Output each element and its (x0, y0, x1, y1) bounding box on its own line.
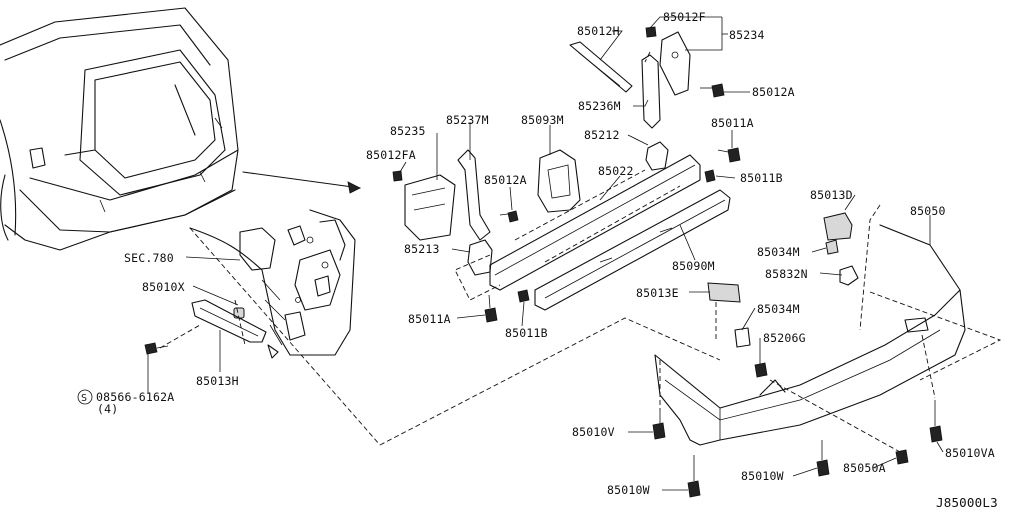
callout-85093m: 85093M (521, 113, 564, 127)
clip-85012f (645, 26, 657, 38)
clip-85012fa (392, 170, 403, 182)
callout-sec780: SEC.780 (124, 251, 174, 265)
nut-85011b-right (704, 169, 716, 183)
bracket-85212 (645, 141, 669, 171)
callout-85213: 85213 (404, 242, 440, 256)
absorber-85093m (537, 149, 581, 213)
direction-arrow (242, 171, 361, 194)
callout-85034m-upper: 85034M (757, 245, 800, 259)
circled-s-symbol: S (77, 389, 93, 405)
moulding-85013h (191, 299, 267, 343)
callout-85010va: 85010VA (945, 446, 995, 460)
callout-85011a-low: 85011A (408, 312, 451, 326)
nut-85011b-low (517, 289, 530, 303)
bracket-85235 (404, 174, 456, 241)
leader-lines (147, 16, 944, 491)
bolt-85011a-low (484, 294, 498, 323)
callout-85012f: 85012F (663, 10, 706, 24)
callout-85012a-top: 85012A (752, 85, 795, 99)
bolt-85012a-mid (499, 210, 519, 223)
callout-85212: 85212 (584, 128, 620, 142)
callout-85237m: 85237M (446, 113, 489, 127)
callout-85011a-top: 85011A (711, 116, 754, 130)
callout-85235: 85235 (390, 124, 426, 138)
callout-85013d: 85013D (810, 188, 853, 202)
bumper-fascia-85050 (654, 224, 966, 446)
callout-85012h: 85012H (577, 24, 620, 38)
screw-08566-6162a (144, 342, 169, 355)
callout-qty-4: (4) (97, 402, 118, 416)
moulding-85012h (569, 41, 633, 93)
callout-85090m: 85090M (672, 259, 715, 273)
callout-85011b-low: 85011B (505, 326, 548, 340)
moulding-85013e (707, 282, 741, 303)
bolt-85011a-top (717, 147, 741, 163)
screw-85010va (929, 400, 943, 443)
screw-85050a (895, 449, 909, 465)
callout-85206g: 85206G (763, 331, 806, 345)
callout-85010v: 85010V (572, 425, 615, 439)
svg-text:S: S (81, 393, 87, 404)
callout-85050: 85050 (910, 204, 946, 218)
screw-85010v (652, 410, 666, 440)
callout-85010w-low: 85010W (607, 483, 650, 497)
callout-85012a-mid: 85012A (484, 173, 527, 187)
callout-85050a: 85050A (843, 461, 886, 475)
bracket-85236m (641, 54, 661, 129)
bracket-85034m-upper (825, 239, 839, 255)
callout-85236m: 85236M (578, 99, 621, 113)
callout-85011b-right: 85011B (740, 171, 783, 185)
clip-85206g (754, 362, 768, 378)
assembly-lines (159, 51, 1002, 453)
callout-85013h: 85013H (196, 374, 239, 388)
callout-85010w-mid: 85010W (741, 469, 784, 483)
side-body-panel-sec780 (189, 209, 356, 359)
bracket-85034m-lower (734, 327, 751, 348)
bracket-85832n (839, 265, 859, 286)
diagram-id: J85000L3 (936, 495, 998, 510)
energy-absorber-85090m (534, 189, 731, 311)
callout-85034m-lower: 85034M (757, 302, 800, 316)
bracket-85237m (457, 149, 491, 241)
retainer-85013d (823, 212, 853, 241)
reinforcement-beam-85022 (489, 154, 701, 291)
bracket-85234 (659, 31, 691, 96)
callout-85013e: 85013E (636, 286, 679, 300)
callout-85010x: 85010X (142, 280, 185, 294)
bolt-85012a-top (700, 83, 725, 98)
callout-85832n: 85832N (765, 267, 808, 281)
callout-85012fa: 85012FA (366, 148, 416, 162)
bracket-85213 (467, 239, 493, 276)
screw-85010w-low (687, 455, 701, 498)
screw-85010w-mid (816, 440, 830, 477)
callout-85234: 85234 (729, 28, 765, 42)
callout-08566-6162a: 08566-6162A (96, 390, 174, 404)
vehicle-rear-view (0, 7, 239, 251)
callout-labels: 85012H 85012F 85234 85012A 85236M 85235 … (96, 10, 995, 497)
callout-85022: 85022 (598, 164, 634, 178)
